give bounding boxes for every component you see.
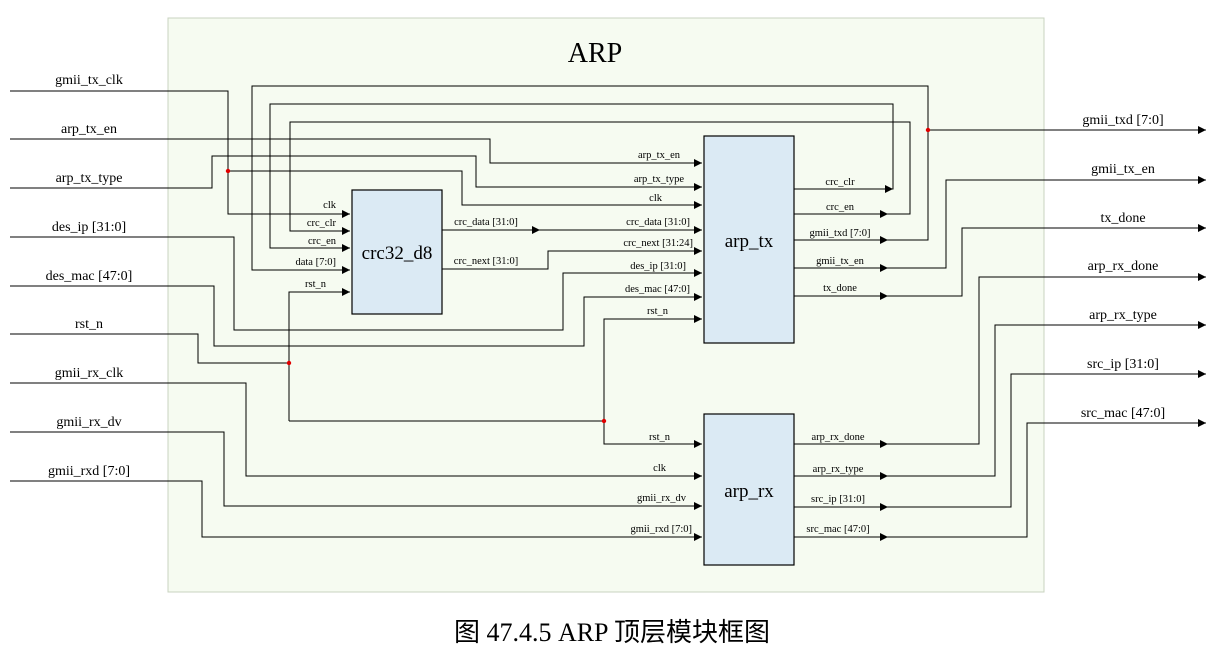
wire-arp-tx-type: [10, 155, 702, 191]
wire-gmii-txd-data: [251, 85, 929, 274]
rx-pin-rst-n: rst_n: [649, 432, 671, 443]
rx-pin-gmii-rx-dv: gmii_rx_dv: [637, 493, 687, 504]
wire-gmii-tx-clk: [10, 90, 350, 218]
rx-pin-src-mac: src_mac [47:0]: [806, 524, 869, 535]
top-input-labels: gmii_tx_clk arp_tx_en arp_tx_type des_ip…: [46, 73, 133, 479]
crc-pin-crc-data: crc_data [31:0]: [454, 217, 518, 228]
wire-clk-to-tx: [228, 170, 702, 209]
tx-pin-crc-data: crc_data [31:0]: [626, 217, 690, 228]
module-title: ARP: [568, 38, 622, 69]
rx-pin-gmii-rxd: gmii_rxd [7:0]: [630, 524, 692, 535]
figure-caption: 图 47.4.5 ARP 顶层模块框图: [453, 618, 771, 647]
crc-pin-crc-clr: crc_clr: [307, 218, 337, 229]
crc-pin-crc-en: crc_en: [308, 236, 337, 247]
wire-src-mac: [794, 419, 1206, 538]
tx-pin-rst-n: rst_n: [647, 306, 669, 317]
wire-des-ip: [10, 236, 702, 331]
wire-rst-n-to-tx: [603, 315, 702, 421]
wire-arp-rx-type: [794, 321, 1206, 477]
tx-pin-crc-en: crc_en: [826, 202, 855, 213]
port-arp-tx-type: arp_tx_type: [56, 171, 123, 186]
tx-pin-labels: arp_tx_en arp_tx_type clk crc_data [31:0…: [623, 150, 870, 317]
rx-pin-src-ip: src_ip [31:0]: [811, 494, 865, 505]
wire-arp-tx-en: [10, 138, 702, 167]
rx-pin-clk: clk: [653, 463, 667, 474]
tx-pin-gmii-txd: gmii_txd [7:0]: [810, 228, 871, 239]
wire-rst-n-to-rx: [289, 420, 702, 448]
crc32-d8-label: crc32_d8: [362, 243, 433, 264]
rx-pin-arp-rx-done: arp_rx_done: [811, 432, 864, 443]
wire-gmii-rx-clk: [10, 382, 702, 480]
port-rst-n: rst_n: [75, 317, 103, 332]
arp-tx-block: [703, 135, 795, 344]
port-tx-done: tx_done: [1100, 211, 1145, 226]
crc-pin-rst-n: rst_n: [305, 279, 327, 290]
port-des-ip: des_ip [31:0]: [52, 220, 126, 235]
arp-rx-block: [703, 413, 795, 566]
port-src-ip: src_ip [31:0]: [1087, 357, 1159, 372]
tx-pin-crc-next: crc_next [31:24]: [623, 238, 693, 249]
top-output-labels: gmii_txd [7:0] gmii_tx_en tx_done arp_rx…: [1081, 113, 1165, 421]
port-des-mac: des_mac [47:0]: [46, 269, 133, 284]
wire-gmii-rxd: [10, 480, 702, 541]
arp-rx-label: arp_rx: [724, 481, 774, 502]
wire-crc-en: [289, 121, 911, 235]
wire-rst-n-to-crc: [288, 288, 350, 421]
port-gmii-txd: gmii_txd [7:0]: [1082, 113, 1163, 128]
crc-pin-clk: clk: [323, 200, 337, 211]
port-gmii-rxd: gmii_rxd [7:0]: [48, 464, 130, 479]
wire-tx-done-out: [794, 224, 1206, 297]
rx-pin-labels: rst_n clk gmii_rx_dv gmii_rxd [7:0] arp_…: [630, 432, 869, 535]
port-arp-rx-done: arp_rx_done: [1088, 259, 1159, 274]
wire-gmii-rx-dv: [10, 431, 702, 510]
junction-clk: [225, 168, 231, 174]
tx-pin-clk: clk: [649, 193, 663, 204]
port-gmii-tx-en: gmii_tx_en: [1091, 162, 1155, 177]
wire-src-ip: [794, 370, 1206, 508]
tx-pin-crc-clr: crc_clr: [825, 177, 855, 188]
crc-pin-labels: clk crc_clr crc_en data [7:0] rst_n crc_…: [295, 200, 518, 290]
wire-arp-rx-done: [794, 273, 1206, 445]
junction-gmii-txd: [925, 127, 931, 133]
wire-gmii-tx-en-out: [794, 176, 1206, 269]
tx-pin-des-mac: des_mac [47:0]: [625, 284, 690, 295]
port-arp-rx-type: arp_rx_type: [1089, 308, 1157, 323]
wire-des-mac: [10, 285, 702, 347]
wire-rst-n: [10, 333, 289, 364]
junction-rst-n-rx: [601, 418, 607, 424]
crc-pin-crc-next: crc_next [31:0]: [454, 256, 518, 267]
arp-tx-label: arp_tx: [725, 231, 774, 252]
crc32-d8-block: [351, 189, 443, 315]
tx-pin-tx-done: tx_done: [823, 283, 857, 294]
port-gmii-tx-clk: gmii_tx_clk: [55, 73, 123, 88]
port-arp-tx-en: arp_tx_en: [61, 122, 117, 137]
crc-pin-data: data [7:0]: [295, 257, 336, 268]
arp-module-frame: [167, 17, 1045, 593]
junction-rst-n: [286, 360, 292, 366]
rx-pin-arp-rx-type: arp_rx_type: [813, 464, 864, 475]
tx-pin-arp-tx-type: arp_tx_type: [634, 174, 684, 185]
tx-pin-arp-tx-en: arp_tx_en: [638, 150, 681, 161]
port-gmii-rx-dv: gmii_rx_dv: [56, 415, 121, 430]
port-src-mac: src_mac [47:0]: [1081, 406, 1165, 421]
wire-crc-next: [442, 247, 702, 270]
port-gmii-rx-clk: gmii_rx_clk: [55, 366, 123, 381]
tx-pin-des-ip: des_ip [31:0]: [630, 261, 686, 272]
wires: [10, 85, 1206, 541]
tx-pin-gmii-tx-en: gmii_tx_en: [816, 256, 865, 267]
